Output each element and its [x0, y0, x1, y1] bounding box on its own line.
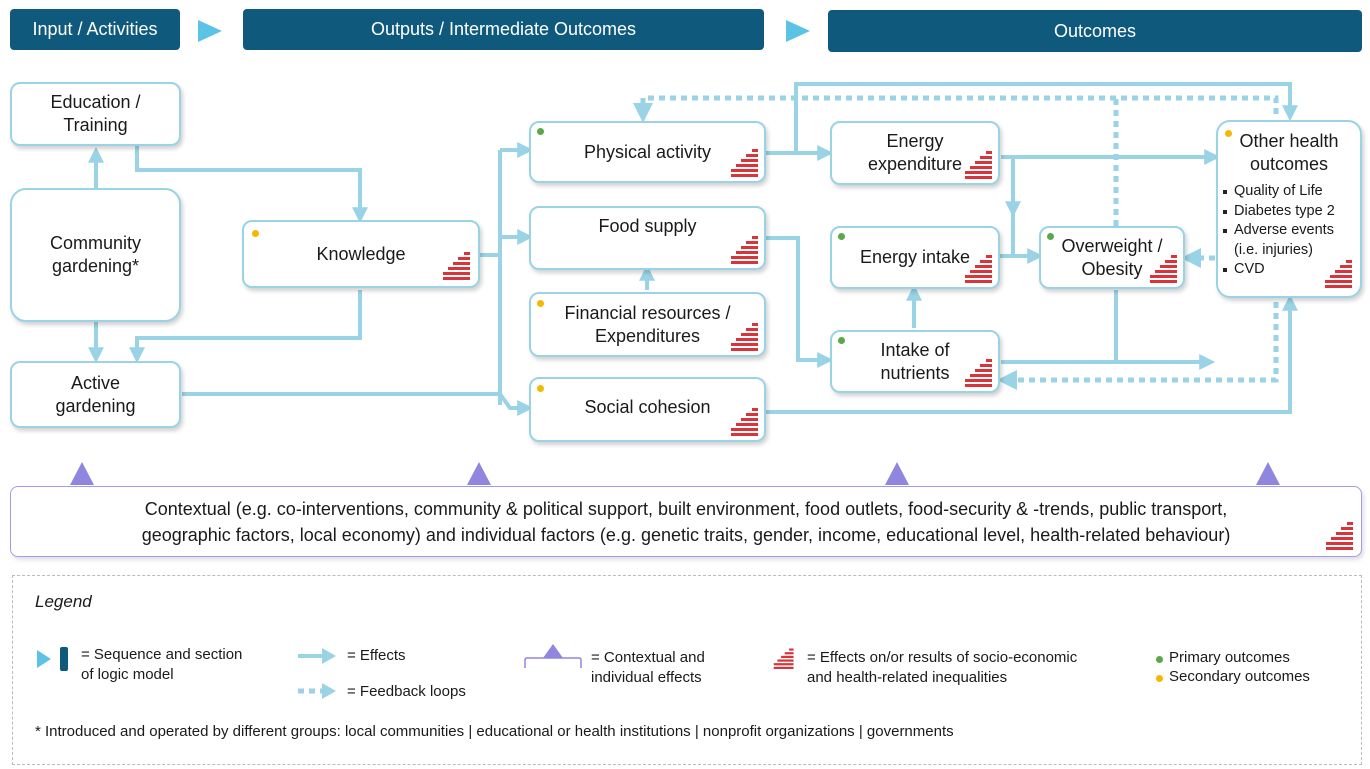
legend-title: Legend: [35, 592, 92, 611]
overweight-label: Overweight / Obesity: [1061, 235, 1163, 279]
primary-outcome-dot: [838, 233, 845, 240]
legend-feedback-text: = Feedback loops: [347, 683, 466, 700]
inequality-icon: [965, 255, 992, 283]
inequality-icon: [965, 151, 992, 179]
box-energy-intake: Energy intake: [830, 226, 1000, 289]
context-triangle-icon: [885, 462, 909, 485]
primary-outcome-dot: [1047, 233, 1054, 240]
other-health-item: Diabetes type 2: [1222, 202, 1360, 222]
education-label: Education / Training: [50, 92, 141, 135]
header-outputs-label: Outputs / Intermediate Outcomes: [370, 19, 637, 39]
box-social-cohesion: Social cohesion: [529, 377, 766, 442]
box-overweight-obesity: Overweight / Obesity: [1039, 226, 1185, 289]
context-triangle-icon: [1256, 462, 1280, 485]
box-intake-nutrients: Intake of nutrients: [830, 330, 1000, 393]
legend-primary-dot: [1156, 656, 1163, 663]
feedback-other-intake: [997, 302, 1279, 390]
other-health-list: Quality of Life Diabetes type 2 Adverse …: [1218, 182, 1360, 280]
box-community-gardening: Community gardening*: [10, 188, 181, 322]
social-label: Social cohesion: [584, 397, 711, 417]
legend-footnote: * Introduced and operated by different g…: [35, 723, 954, 740]
physical-label: Physical activity: [583, 141, 712, 162]
context-factors-text: Contextual (e.g. co-interventions, commu…: [141, 499, 1231, 545]
other-health-item: CVD: [1222, 260, 1360, 280]
inequality-icon: [1325, 260, 1352, 288]
other-health-item: Quality of Life: [1222, 182, 1360, 202]
primary-outcome-dot: [838, 337, 845, 344]
secondary-outcome-dot: [252, 230, 259, 237]
arrow-physical-other: [794, 82, 1298, 153]
context-arrows: [70, 462, 1280, 485]
intake-nutrients-label: Intake of nutrients: [880, 339, 950, 383]
secondary-outcome-dot: [537, 300, 544, 307]
primary-outcome-dot: [537, 128, 544, 135]
legend-inequality-text: = Effects on/or results of socio-economi…: [807, 649, 1078, 686]
arrow-to-social: [498, 392, 534, 416]
header-outputs: Outputs / Intermediate Outcomes: [243, 9, 764, 50]
header-input-label: Input / Activities: [32, 19, 158, 39]
legend-contextual-icon: [524, 644, 582, 668]
inequality-icon: [731, 323, 758, 351]
context-triangle-icon: [467, 462, 491, 485]
inequality-icon: [965, 359, 992, 387]
other-health-item: Adverse events (i.e. injuries): [1222, 221, 1360, 260]
header-sequence-arrows: [198, 20, 810, 42]
box-knowledge: Knowledge: [242, 220, 480, 288]
inequality-icon: [1150, 255, 1177, 283]
flow-arrows: [88, 82, 1298, 416]
legend-primary-text: Primary outcomes: [1169, 649, 1290, 666]
arrow-social-other: [766, 294, 1298, 414]
legend-effects-text: = Effects: [347, 647, 406, 664]
box-education-training: Education / Training: [10, 82, 181, 146]
context-triangle-icon: [70, 462, 94, 485]
legend-feedback-icon: [298, 683, 336, 699]
energy-intake-label: Energy intake: [859, 247, 971, 267]
box-food-supply: Food supply: [529, 206, 766, 270]
box-other-health-outcomes: Other health outcomes Quality of Life Di…: [1216, 120, 1362, 298]
inequality-icon: [731, 236, 758, 264]
context-factors-box: Contextual (e.g. co-interventions, commu…: [10, 486, 1362, 557]
legend-sequence-icon: [37, 647, 68, 671]
legend-effects-icon: [298, 648, 336, 664]
legend-sequence-text: = Sequence and section of logic model: [81, 646, 243, 683]
sequence-arrow-icon: [198, 20, 222, 42]
secondary-outcome-dot: [537, 385, 544, 392]
header-outcomes-label: Outcomes: [1053, 20, 1137, 41]
legend-contextual-text: = Contextual and individual effects: [591, 649, 705, 686]
header-outcomes: Outcomes: [828, 10, 1362, 52]
food-label: Food supply: [598, 215, 697, 236]
inequality-icon: [1326, 522, 1353, 550]
inequality-icon: [731, 408, 758, 436]
arrow-education-knowledge: [135, 146, 368, 224]
secondary-outcome-dot: [1225, 130, 1232, 137]
energy-exp-label: Energy expenditure: [867, 131, 963, 174]
legend-secondary-dot: [1156, 675, 1163, 682]
legend-box: Legend = Sequence and section of logic m…: [12, 575, 1362, 765]
inequality-icon: [731, 149, 758, 177]
box-financial-resources: Financial resources / Expenditures: [529, 292, 766, 357]
other-health-title: Other health outcomes: [1239, 131, 1339, 174]
knowledge-label: Knowledge: [316, 243, 406, 264]
box-energy-expenditure: Energy expenditure: [830, 121, 1000, 185]
community-label: Community gardening*: [49, 233, 142, 276]
legend-secondary-text: Secondary outcomes: [1169, 668, 1310, 685]
box-active-gardening: Active gardening: [10, 361, 181, 428]
arrow-food-intake: [766, 236, 834, 368]
legend-inequality-icon: [773, 648, 794, 669]
feedback-other-physical: [633, 95, 1279, 123]
arrow-bus-vertical: [480, 150, 502, 405]
box-physical-activity: Physical activity: [529, 121, 766, 183]
arrow-knowledge-active: [129, 290, 362, 364]
active-label: Active gardening: [55, 372, 136, 416]
sequence-arrow-icon: [786, 20, 810, 42]
financial-label: Financial resources / Expenditures: [564, 302, 731, 346]
inequality-icon: [443, 252, 470, 280]
header-input-activities: Input / Activities: [10, 9, 180, 50]
